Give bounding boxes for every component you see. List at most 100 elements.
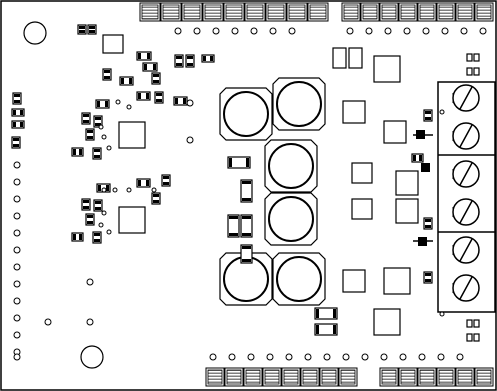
smd-chip: [85, 213, 95, 226]
via: [101, 187, 107, 193]
smd-chip-pad: [79, 149, 82, 155]
header-pin-pad: [245, 369, 261, 385]
smd-chip-pad: [229, 158, 232, 167]
pin-hole: [266, 353, 274, 361]
smd-chip-pad: [246, 158, 249, 167]
smd-chip-pad: [87, 221, 93, 224]
smd-chip: [77, 24, 87, 35]
smd-pad: [473, 333, 480, 342]
via: [106, 145, 112, 151]
smd-chip-pad: [183, 98, 186, 104]
ic-package: [373, 308, 401, 336]
header-pin-pad: [283, 369, 299, 385]
smd-chip-pad: [73, 234, 76, 240]
smd-chip-pad: [242, 246, 251, 249]
terminal-screw-slot: [459, 124, 473, 148]
pin-hole: [13, 212, 21, 220]
smd-chip-pad: [89, 26, 95, 29]
ic-package: [342, 269, 366, 293]
smd-chip-pad: [138, 93, 141, 99]
pin-hole: [86, 278, 94, 286]
header-pin-pad: [400, 369, 416, 385]
smd-chip-pad: [14, 100, 20, 103]
smd-chip-pad: [13, 138, 19, 141]
pin-hole: [365, 27, 373, 35]
pin-hole: [13, 178, 21, 186]
smd-chip: [154, 91, 164, 104]
smd-chip: [93, 115, 103, 128]
header-pin-pad: [438, 369, 454, 385]
ic-package: [102, 34, 124, 54]
smd-chip-pad: [153, 64, 156, 70]
header-pin-pad: [267, 4, 285, 20]
header-pin-pad: [362, 4, 378, 20]
smd-chip-pad: [95, 201, 101, 204]
smd-chip: [71, 147, 84, 157]
pin-hole: [13, 246, 21, 254]
smd-chip-pad: [153, 200, 159, 203]
pin-hole: [13, 263, 21, 271]
smd-chip-pad: [94, 155, 100, 158]
capacitors: [219, 77, 326, 306]
smd-chip-pad: [83, 120, 89, 123]
pin-hole: [44, 318, 52, 326]
pin-row-top-right: [346, 27, 487, 35]
header-pin-pad: [343, 4, 359, 20]
smd-chip-pad: [146, 93, 149, 99]
smd-chip: [240, 244, 253, 264]
header-pin-pad: [141, 4, 159, 20]
pin-hole: [209, 353, 217, 361]
smd-chip-pad: [316, 309, 319, 318]
ic-package: [118, 206, 146, 234]
terminal-screw-slot: [459, 162, 473, 186]
ic-package: [383, 267, 411, 295]
smd-chip: [119, 76, 134, 86]
capacitor-body: [276, 81, 322, 127]
via: [126, 187, 132, 193]
smd-chip: [151, 192, 161, 205]
pin-hole: [13, 331, 21, 339]
smd-chip-pad: [138, 53, 141, 59]
via: [98, 222, 104, 228]
smd-chip: [102, 68, 112, 81]
smd-pad: [473, 319, 480, 328]
capacitor-body: [268, 143, 314, 189]
header-pin-pad: [419, 369, 435, 385]
smd-chip-pad: [146, 180, 149, 186]
header-pin-pad: [183, 4, 201, 20]
pin-hole: [441, 27, 449, 35]
smd-chip: [81, 112, 91, 125]
smd-chip-pad: [104, 76, 110, 79]
smd-chip-pad: [106, 185, 109, 191]
pin-hole: [288, 27, 296, 35]
header-pin-pad: [246, 4, 264, 20]
smd-chip: [12, 92, 22, 105]
smd-chip-pad: [153, 74, 159, 77]
pin-hole: [212, 27, 220, 35]
smd-chip-pad: [156, 99, 162, 102]
ic-package: [118, 121, 146, 149]
pin-hole: [346, 27, 354, 35]
pin-hole: [403, 27, 411, 35]
smd-chip: [227, 156, 251, 169]
smd-chip-pad: [229, 216, 238, 219]
smd-chip-pad: [425, 117, 431, 120]
header-pin-pad: [225, 4, 243, 20]
pin-hole: [479, 27, 487, 35]
smd-chip-pad: [95, 117, 101, 120]
smd-chip-pad: [13, 144, 19, 147]
smd-chip-pad: [425, 279, 431, 282]
header-bottom-left: [205, 367, 358, 387]
smd-chip-pad: [95, 123, 101, 126]
smd-chip: [95, 99, 110, 109]
terminal-screw-slot: [459, 200, 473, 224]
via: [101, 134, 107, 140]
smd-chip-pad: [89, 30, 95, 33]
via: [126, 104, 132, 110]
header-bottom-right: [379, 367, 494, 387]
pin-row-top-left: [174, 27, 296, 35]
smd-pad: [466, 53, 473, 62]
smd-components: [11, 24, 480, 342]
smd-chip: [71, 232, 84, 242]
smd-chip-pad: [20, 110, 23, 115]
